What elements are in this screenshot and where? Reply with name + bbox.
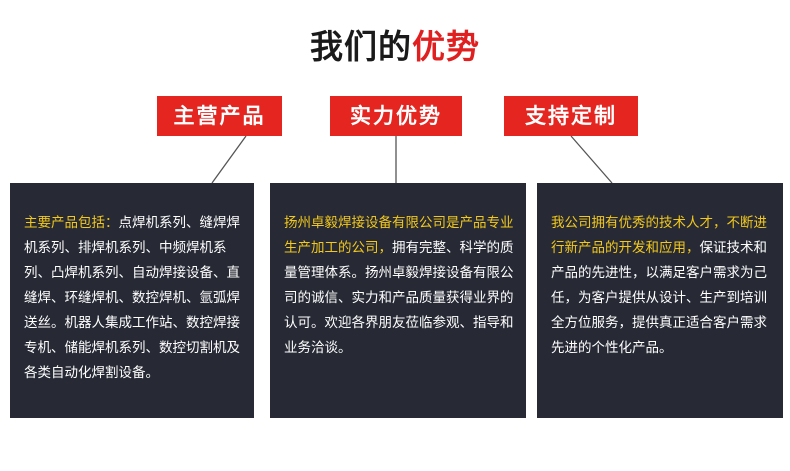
panel-2-body: 拥有完整、科学的质量管理体系。扬州卓毅焊接设备有限公司的诚信、实力和产品质量获得… — [284, 240, 514, 356]
panel-3-body: 保证技术和产品的先进性，以满足客户需求为己任，为客户提供从设计、生产到培训全方位… — [551, 240, 767, 356]
panel-strength-advantage: 扬州卓毅焊接设备有限公司是产品专业生产加工的公司，拥有完整、科学的质量管理体系。… — [270, 183, 526, 418]
tag-main-products: 主营产品 — [157, 96, 282, 136]
tag-strength-advantage: 实力优势 — [330, 96, 462, 136]
section-title: 我们的优势 — [0, 20, 790, 68]
section-title-prefix: 我们的 — [310, 27, 412, 66]
panel-2-lead: 扬州卓毅焊接设备有限公司是产品专业生产加工的公司， — [284, 215, 514, 256]
panel-customization: 我公司拥有优秀的技术人才，不断进行新产品的开发和应用，保证技术和产品的先进性，以… — [537, 183, 783, 418]
connector-line-3 — [570, 135, 613, 184]
panel-1-body: 点焊机系列、缝焊焊机系列、排焊机系列、中频焊机系列、凸焊机系列、自动焊接设备、直… — [24, 215, 240, 381]
panel-main-products: 主要产品包括：点焊机系列、缝焊焊机系列、排焊机系列、中频焊机系列、凸焊机系列、自… — [10, 183, 254, 418]
section-title-highlight: 优势 — [412, 27, 480, 66]
panel-1-lead: 主要产品包括： — [24, 215, 119, 231]
panel-3-lead: 我公司拥有优秀的技术人才，不断进行新产品的开发和应用， — [551, 215, 767, 256]
tag-customization: 支持定制 — [504, 96, 638, 136]
connector-line-1 — [211, 135, 247, 184]
